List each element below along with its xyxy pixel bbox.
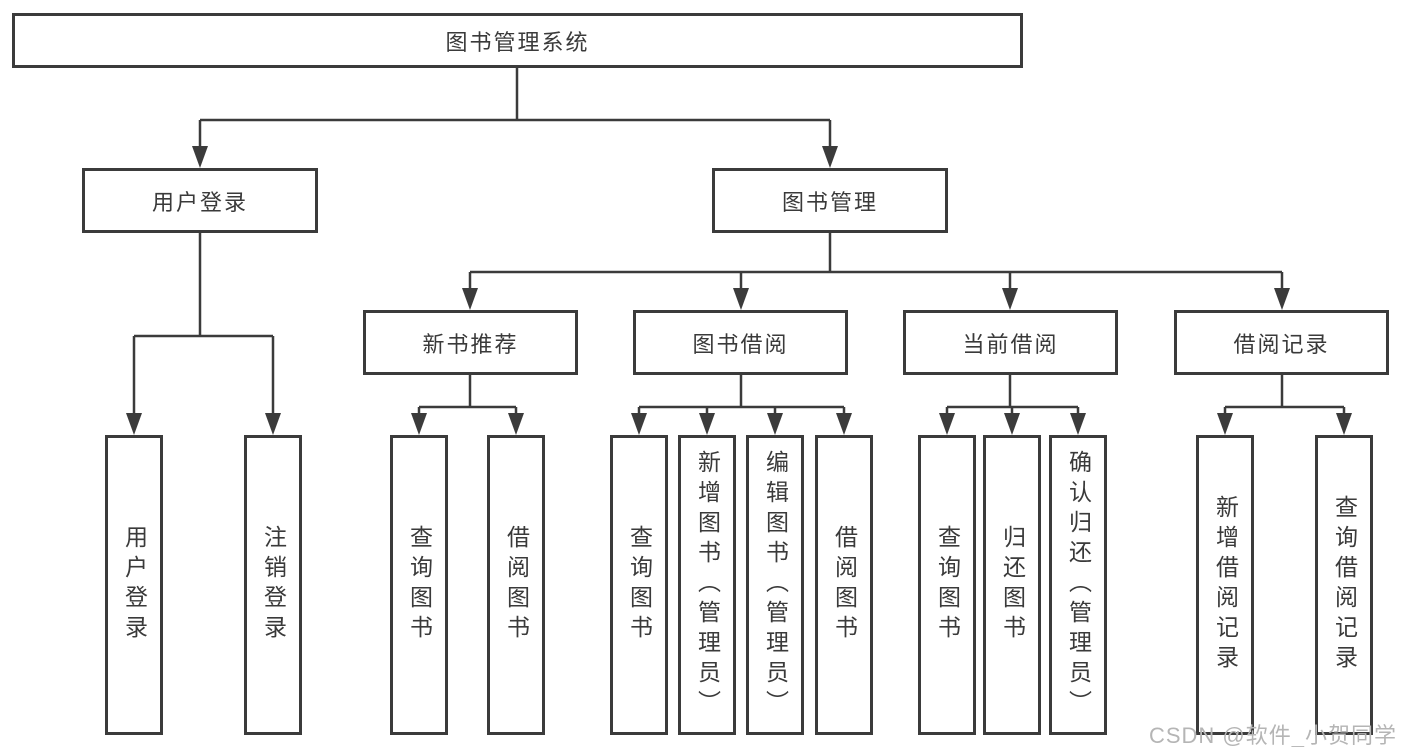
leaf-query-books-borrow: 查询图书 — [610, 435, 668, 735]
leaf-borrow-books: 借阅图书 — [815, 435, 873, 735]
leaf-add-borrow-record-label: 新增借阅记录 — [1212, 495, 1239, 675]
node-user-login-label: 用户登录 — [151, 189, 248, 215]
leaf-query-books-borrow-label: 查询图书 — [626, 525, 653, 645]
leaf-return-books: 归还图书 — [983, 435, 1041, 735]
leaf-query-borrow-record-label: 查询借阅记录 — [1331, 495, 1358, 675]
node-user-login: 用户登录 — [82, 168, 318, 233]
leaf-edit-book-admin-label: 编辑图书（管理员） — [762, 450, 789, 720]
leaf-user-login-label: 用户登录 — [121, 525, 148, 645]
leaf-return-books-label: 归还图书 — [999, 525, 1026, 645]
leaf-borrow-books-recommend: 借阅图书 — [487, 435, 545, 735]
leaf-query-borrow-record: 查询借阅记录 — [1315, 435, 1373, 735]
leaf-borrow-books-recommend-label: 借阅图书 — [503, 525, 530, 645]
node-current-borrow: 当前借阅 — [903, 310, 1118, 375]
node-book-borrow-label: 图书借阅 — [692, 331, 789, 357]
leaf-add-borrow-record: 新增借阅记录 — [1196, 435, 1254, 735]
leaf-query-books-current-label: 查询图书 — [934, 525, 961, 645]
node-new-book-recommend-label: 新书推荐 — [422, 331, 519, 357]
node-borrow-records: 借阅记录 — [1174, 310, 1389, 375]
connector-new-book-to-leaves — [411, 375, 524, 435]
connector-borrow-records-to-leaves — [1217, 375, 1352, 435]
node-book-management-label: 图书管理 — [781, 189, 878, 215]
leaf-confirm-return-admin: 确认归还（管理员） — [1049, 435, 1107, 735]
node-new-book-recommend: 新书推荐 — [363, 310, 578, 375]
leaf-query-books-recommend-label: 查询图书 — [406, 525, 433, 645]
connector-root-to-level2 — [192, 68, 838, 168]
node-current-borrow-label: 当前借阅 — [962, 331, 1059, 357]
leaf-query-books-current: 查询图书 — [918, 435, 976, 735]
leaf-user-login: 用户登录 — [105, 435, 163, 735]
leaf-add-book-admin-label: 新增图书（管理员） — [694, 450, 721, 720]
node-borrow-records-label: 借阅记录 — [1233, 331, 1330, 357]
node-root-label: 图书管理系统 — [445, 29, 590, 55]
node-root: 图书管理系统 — [12, 13, 1023, 68]
node-book-management: 图书管理 — [712, 168, 948, 233]
leaf-edit-book-admin: 编辑图书（管理员） — [746, 435, 804, 735]
connector-book-borrow-to-leaves — [631, 375, 852, 435]
node-book-borrow: 图书借阅 — [633, 310, 848, 375]
leaf-confirm-return-admin-label: 确认归还（管理员） — [1065, 450, 1092, 720]
leaf-logout: 注销登录 — [244, 435, 302, 735]
connector-user-login-to-leaves — [126, 233, 281, 435]
leaf-borrow-books-label: 借阅图书 — [831, 525, 858, 645]
connector-current-borrow-to-leaves — [939, 375, 1086, 435]
leaf-query-books-recommend: 查询图书 — [390, 435, 448, 735]
watermark: CSDN @软件_小贺同学 — [1148, 723, 1397, 747]
leaf-add-book-admin: 新增图书（管理员） — [678, 435, 736, 735]
leaf-logout-label: 注销登录 — [260, 525, 287, 645]
connector-book-management-to-level3 — [462, 233, 1290, 310]
